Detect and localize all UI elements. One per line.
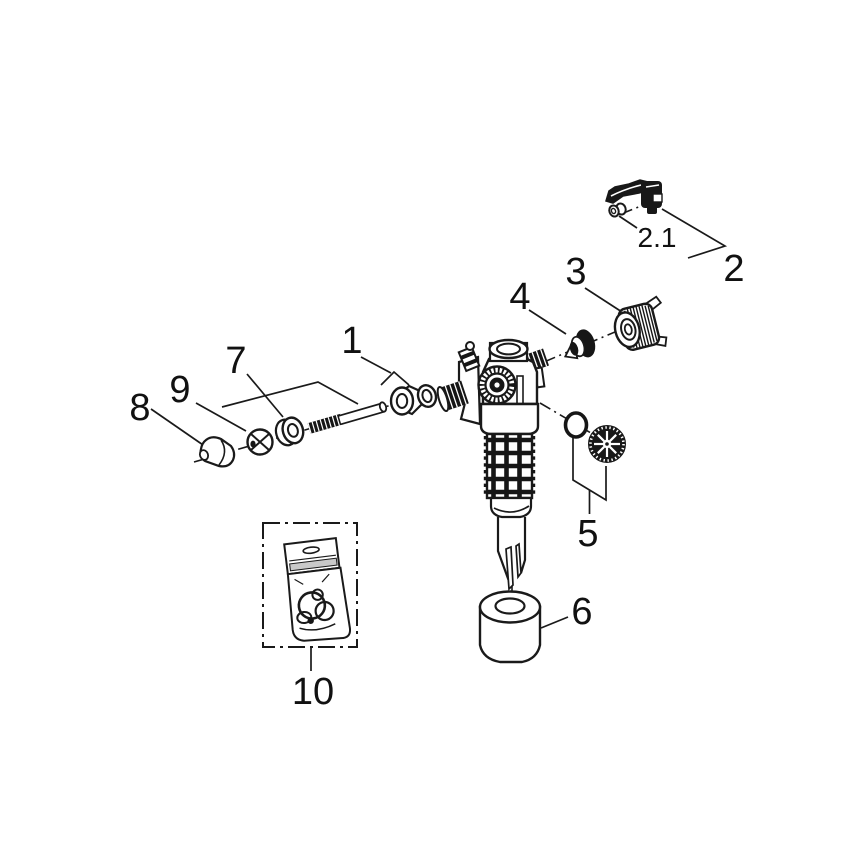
leader-lines (150, 208, 728, 671)
inlet-washer-part (416, 383, 438, 409)
filter-screen-part (483, 432, 536, 500)
coupling-nut-part (613, 295, 668, 351)
valve-shaft-part (307, 401, 388, 434)
callout-6: 6 (571, 591, 593, 633)
callout-7: 7 (225, 340, 247, 382)
impeller-part (588, 425, 626, 463)
callout-1: 1 (341, 320, 363, 362)
callout-10: 10 (291, 671, 335, 713)
callout-2: 2 (723, 248, 745, 290)
callout-8: 8 (129, 387, 151, 429)
cone-nozzle-part (198, 436, 236, 468)
callout-4: 4 (509, 276, 531, 318)
lever-pin-part (608, 202, 627, 218)
cone-seal-part (563, 329, 596, 360)
union-nut-part (389, 384, 424, 416)
shaft-washer-part (274, 416, 305, 447)
flush-lever-part (605, 179, 663, 214)
callout-2-1: 2.1 (637, 222, 677, 253)
service-kit-box (262, 522, 358, 648)
callout-9: 9 (169, 369, 191, 411)
o-ring-part (563, 411, 589, 439)
seal-kit-bag-part (283, 536, 352, 642)
outlet-tube-part (489, 496, 533, 591)
valve-body-part (436, 338, 549, 436)
callout-5: 5 (577, 513, 599, 555)
spacer-sleeve-part (478, 590, 542, 664)
slotted-nut-part (246, 428, 274, 456)
callout-3: 3 (565, 251, 587, 293)
